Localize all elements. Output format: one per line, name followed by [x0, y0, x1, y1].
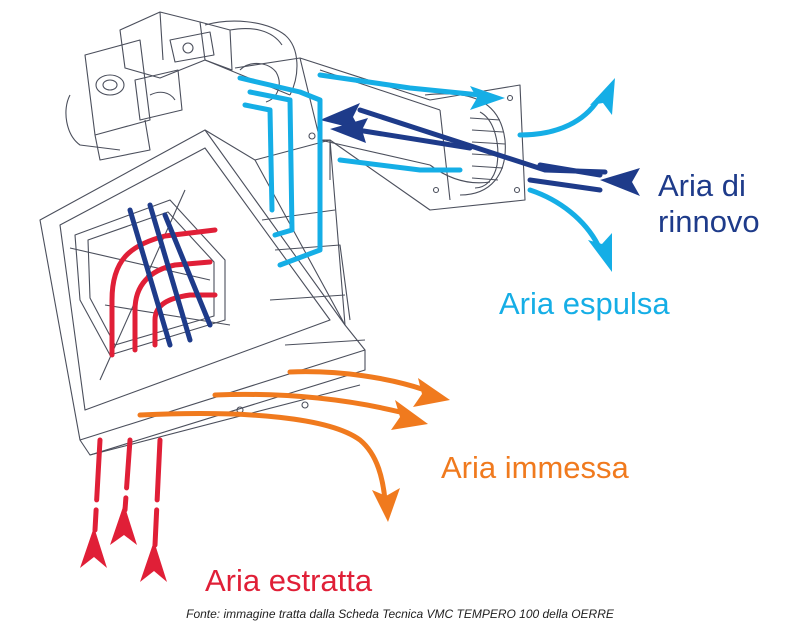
- aria-immessa-arrowheads: [372, 378, 450, 522]
- supply-flow-1: [287, 369, 428, 393]
- core-red-flow-2: [132, 259, 213, 353]
- core-red-flow-3: [152, 292, 218, 348]
- aria-espulsa-arrowheads: [470, 78, 615, 272]
- supply-flow-2: [212, 391, 403, 415]
- aria-immessa-arrows: [137, 369, 428, 503]
- arrowhead-supply-1: [413, 378, 450, 407]
- label-aria-espulsa: Aria espulsa: [499, 286, 670, 321]
- core-blue-flow-3: [162, 212, 213, 328]
- arrowhead-supply-3: [372, 488, 400, 522]
- exhaust-down: [527, 187, 601, 248]
- label-aria-estratta: Aria estratta: [205, 563, 373, 598]
- heat-exchanger-box: [39, 129, 366, 456]
- label-aria-immessa: Aria immessa: [441, 450, 629, 485]
- duct-lightblue-lower: [337, 157, 463, 173]
- arrowhead-left-2: [330, 118, 368, 143]
- supply-flow-3: [137, 411, 388, 503]
- duct-lightblue-top: [317, 72, 483, 98]
- label-aria-di-rinnovo-line2: rinnovo: [658, 203, 760, 239]
- arrowhead-up-3: [140, 541, 167, 582]
- arrowhead-up-2: [110, 504, 137, 545]
- label-aria-di-rinnovo: Aria di rinnovo: [658, 168, 760, 239]
- exhaust-up: [517, 97, 601, 138]
- intake-lines: [527, 162, 603, 193]
- duct-blue-flow-2: [342, 125, 473, 151]
- core-blue-flow-2: [147, 202, 193, 343]
- fan-housing: [65, 11, 298, 161]
- arrowhead-exhaust-down: [588, 233, 612, 272]
- unit-line-art: [39, 11, 526, 456]
- extract-duct-3: [152, 437, 163, 548]
- aria-di-rinnovo-arrowheads: [320, 103, 640, 196]
- extract-duct-1: [92, 437, 103, 533]
- core-blue-flow-1: [127, 207, 173, 348]
- aria-di-rinnovo-arrows: [127, 107, 608, 348]
- arrowhead-exhaust-up: [590, 78, 615, 115]
- arrowhead-up-1: [80, 527, 107, 568]
- arrowhead-supply-2: [391, 400, 428, 430]
- duct-lightblue-flow-3: [242, 102, 275, 213]
- aria-espulsa-arrows: [237, 72, 601, 268]
- duct-lightblue-flow-2: [247, 89, 295, 238]
- label-aria-di-rinnovo-line1: Aria di: [658, 168, 746, 203]
- extract-duct-2: [122, 437, 133, 513]
- source-caption: Fonte: immagine tratta dalla Scheda Tecn…: [186, 607, 614, 621]
- arrowhead-intake: [600, 168, 640, 196]
- aria-estratta-arrowheads: [80, 504, 167, 582]
- duct-lightblue-flow-1: [237, 75, 323, 268]
- arrowhead-duct-right: [470, 86, 505, 110]
